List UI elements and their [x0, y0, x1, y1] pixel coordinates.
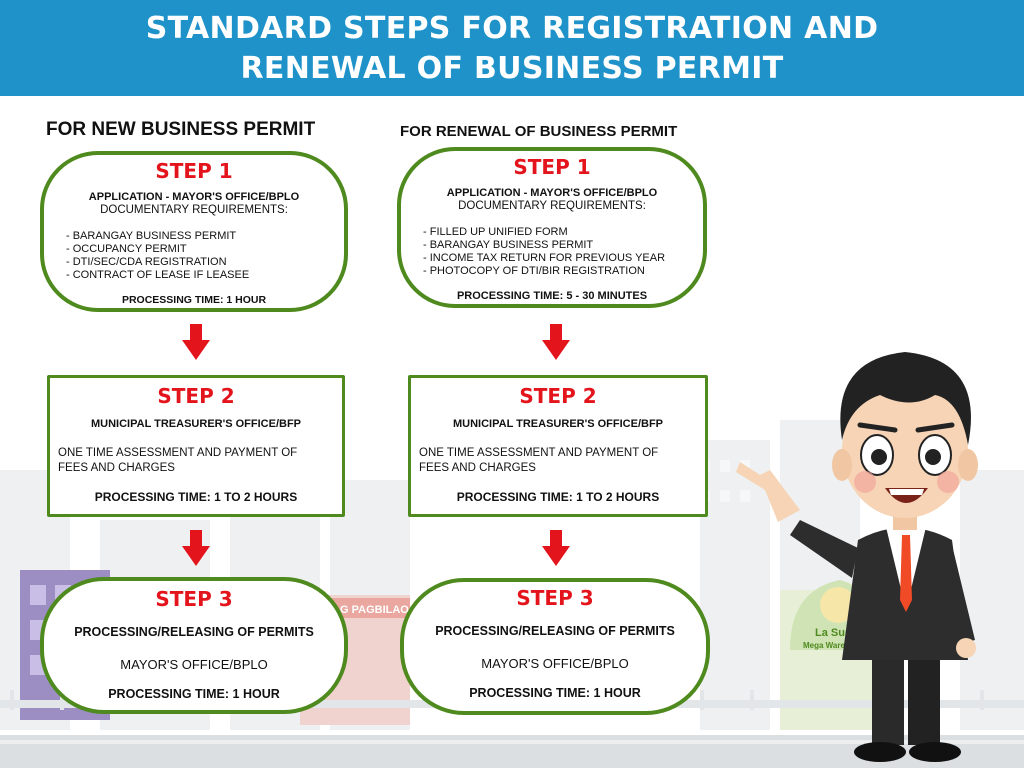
new-step1-agency: APPLICATION - MAYOR'S OFFICE/BPLO: [88, 191, 300, 203]
requirement-item: - OCCUPANCY PERMIT: [66, 243, 187, 255]
requirement-item: - BARANGAY BUSINESS PERMIT: [423, 239, 594, 251]
renew-step1-requirements: - FILLED UP UNIFIED FORM - BARANGAY BUSI…: [423, 226, 681, 278]
requirement-item: - CONTRACT OF LEASE IF LEASEE: [66, 269, 250, 281]
new-step2-processing-time: PROCESSING TIME: 1 TO 2 HOURS: [94, 490, 298, 504]
renew-step1-box: STEP 1 APPLICATION - MAYOR'S OFFICE/BPLO…: [397, 147, 707, 308]
page-header: STANDARD STEPS FOR REGISTRATION AND RENE…: [0, 0, 1024, 96]
new-step3-office: MAYOR'S OFFICE/BPLO: [120, 657, 268, 672]
header-title-line1: STANDARD STEPS FOR REGISTRATION AND: [145, 11, 879, 46]
down-arrow-icon: [542, 324, 570, 360]
new-step1-box: STEP 1 APPLICATION - MAYOR'S OFFICE/BPLO…: [40, 151, 348, 312]
new-step3-processing-time: PROCESSING TIME: 1 HOUR: [108, 687, 280, 701]
building-sign-text: G PAGBILAO: [340, 604, 409, 616]
requirement-item: - DTI/SEC/CDA REGISTRATION: [66, 256, 227, 268]
renew-step3-label: STEP 3: [516, 586, 594, 610]
new-step2-desc1: ONE TIME ASSESSMENT AND PAYMENT OF: [58, 447, 298, 459]
requirement-item: - BARANGAY BUSINESS PERMIT: [66, 230, 237, 242]
renew-step2-agency: MUNICIPAL TREASURER'S OFFICE/BFP: [453, 418, 663, 430]
down-arrow-icon: [182, 530, 210, 566]
renew-step3-box: STEP 3 PROCESSING/RELEASING OF PERMITS M…: [400, 578, 710, 715]
new-step3-label: STEP 3: [155, 587, 233, 611]
renew-step3-processing-time: PROCESSING TIME: 1 HOUR: [469, 686, 641, 700]
renew-step3-agency: PROCESSING/RELEASING OF PERMITS: [435, 624, 675, 638]
renew-step1-label: STEP 1: [513, 155, 591, 179]
new-step1-processing-time: PROCESSING TIME: 1 HOUR: [121, 294, 267, 306]
header-title-line2: RENEWAL OF BUSINESS PERMIT: [240, 51, 784, 86]
down-arrow-icon: [542, 530, 570, 566]
new-permit-title: FOR NEW BUSINESS PERMIT: [46, 119, 316, 140]
new-step2-desc2: FEES AND CHARGES: [58, 462, 175, 474]
renew-step1-agency: APPLICATION - MAYOR'S OFFICE/BPLO: [446, 187, 658, 199]
store-sign-line2: Mega Wareh: [803, 641, 850, 650]
requirement-item: - PHOTOCOPY OF DTI/BIR REGISTRATION: [423, 265, 645, 277]
renewal-permit-title: FOR RENEWAL OF BUSINESS PERMIT: [400, 123, 678, 140]
requirement-item: - INCOME TAX RETURN FOR PREVIOUS YEAR: [423, 252, 666, 264]
new-step1-label: STEP 1: [155, 159, 233, 183]
new-step1-requirements: - BARANGAY BUSINESS PERMIT - OCCUPANCY P…: [66, 230, 322, 282]
renew-step2-box: STEP 2 MUNICIPAL TREASURER'S OFFICE/BFP …: [408, 375, 708, 517]
new-step3-agency: PROCESSING/RELEASING OF PERMITS: [74, 625, 314, 639]
renew-step2-desc1: ONE TIME ASSESSMENT AND PAYMENT OF: [419, 447, 659, 459]
renew-step2-label: STEP 2: [519, 384, 597, 408]
renew-step1-processing-time: PROCESSING TIME: 5 - 30 MINUTES: [456, 290, 648, 302]
down-arrow-icon: [182, 324, 210, 360]
new-step2-label: STEP 2: [157, 384, 235, 408]
renew-step1-req-heading: DOCUMENTARY REQUIREMENTS:: [458, 200, 646, 212]
renew-step2-processing-time: PROCESSING TIME: 1 TO 2 HOURS: [456, 490, 660, 504]
renew-step2-desc2: FEES AND CHARGES: [419, 462, 536, 474]
requirement-item: - FILLED UP UNIFIED FORM: [423, 226, 568, 238]
new-step2-agency: MUNICIPAL TREASURER'S OFFICE/BFP: [91, 418, 301, 430]
new-step3-box: STEP 3 PROCESSING/RELEASING OF PERMITS M…: [40, 577, 348, 714]
renew-step3-office: MAYOR'S OFFICE/BPLO: [481, 656, 629, 671]
new-step2-box: STEP 2 MUNICIPAL TREASURER'S OFFICE/BFP …: [47, 375, 345, 517]
businessman-illustration: [736, 352, 978, 762]
new-step1-req-heading: DOCUMENTARY REQUIREMENTS:: [100, 204, 288, 216]
